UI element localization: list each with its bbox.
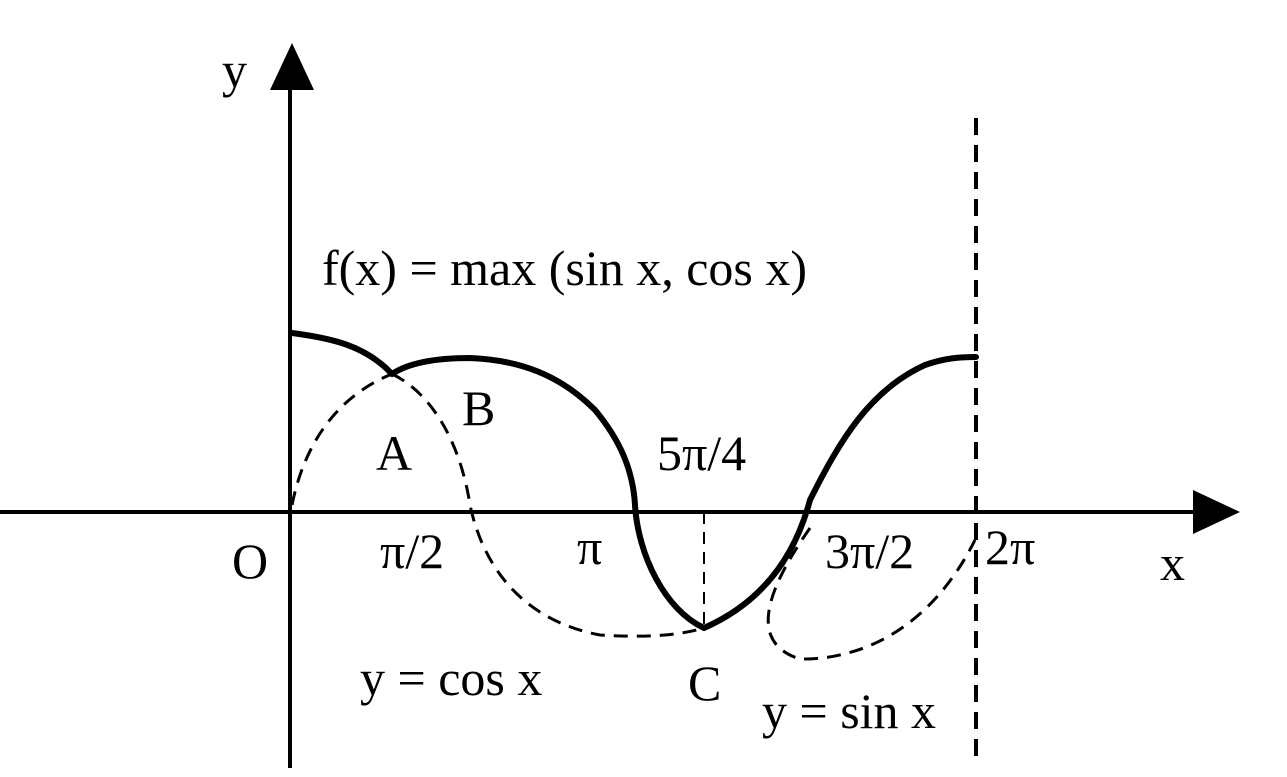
sin-curve-label: y = sin x xyxy=(762,683,936,739)
y-axis-label: y xyxy=(222,42,247,98)
tick-label-five-pi-over-four: 5π/4 xyxy=(657,425,746,481)
point-label-c: C xyxy=(688,655,721,711)
tick-label-pi: π xyxy=(577,519,602,575)
tick-label-half-pi: π/2 xyxy=(380,523,444,579)
origin-label: O xyxy=(232,533,268,589)
function-title: f(x) = max (sin x, cos x) xyxy=(322,240,807,296)
tick-label-three-half-pi: 3π/2 xyxy=(825,523,914,579)
cos-curve-label: y = cos x xyxy=(360,650,542,706)
x-axis-arrowhead xyxy=(1193,490,1240,534)
x-axis-label: x xyxy=(1160,535,1185,591)
max-function-curve xyxy=(289,330,979,631)
sin-curve-dashed-lower xyxy=(766,527,977,661)
point-label-a: A xyxy=(376,425,412,481)
cos-curve-dashed xyxy=(391,372,705,638)
y-axis-arrowhead xyxy=(270,43,314,90)
point-label-b: B xyxy=(462,380,495,436)
tick-label-two-pi: 2π xyxy=(985,519,1035,575)
